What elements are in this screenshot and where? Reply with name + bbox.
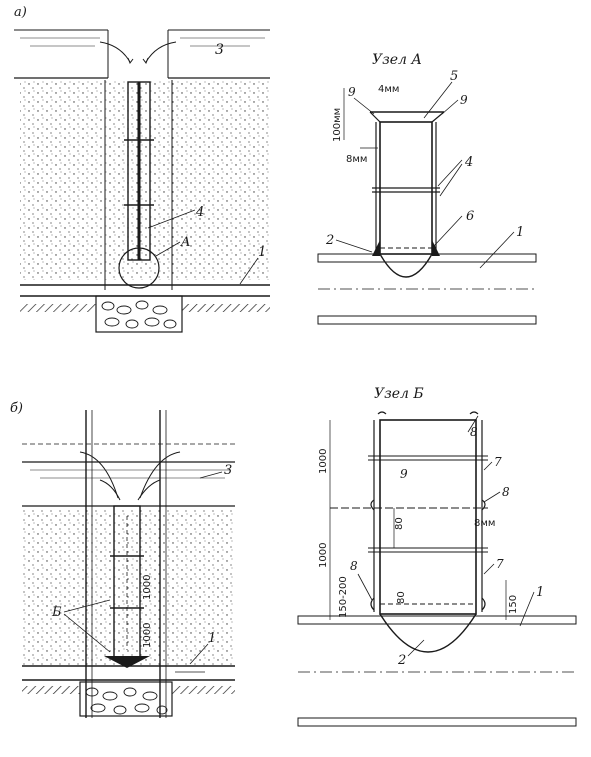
label-2-b: 2: [397, 653, 406, 668]
node-b-detail: Узел Б 8 7 9 8 7 8 2 1: [297, 386, 577, 727]
dim-150-200: 150-200: [338, 576, 349, 618]
gravel-bed-b: [79, 681, 173, 717]
node-a-marker: [118, 247, 160, 289]
dim-150: 150: [508, 595, 519, 614]
gravel-bed-a: [95, 295, 183, 333]
label-9-right: 9: [460, 93, 468, 107]
panel-b-tag: б): [10, 401, 23, 416]
panel-a: а) 3 4: [14, 5, 270, 333]
dim-8mm: 8мм: [474, 518, 495, 529]
label-pipe-a: 4: [195, 205, 204, 220]
riser-pipe-b: [379, 419, 477, 615]
dim-seg2: 1000: [142, 623, 153, 648]
flow-arrows-a: [99, 41, 177, 65]
dim-80b: 80: [396, 591, 407, 604]
node-a-detail: Узел А 9 9 5 4 6 2 1: [317, 52, 537, 325]
dim-1000a: 1000: [318, 449, 329, 474]
panel-a-tag: а): [14, 5, 27, 20]
label-7-bottom: 7: [496, 557, 504, 571]
label-4: 4: [464, 155, 473, 170]
panel-b: б) 3 1000 1000 Б: [10, 401, 235, 718]
label-drain-b: 1: [208, 631, 216, 646]
label-6: 6: [466, 209, 474, 224]
dim-height: 100мм: [332, 108, 343, 142]
label-drain-a: 1: [258, 245, 266, 260]
label-9: 9: [400, 467, 408, 481]
dim-seg1: 1000: [142, 575, 153, 600]
dim-gap: 4мм: [378, 84, 399, 95]
label-water-a: 3: [215, 42, 224, 58]
label-node-a: A: [180, 235, 190, 250]
water-body-a: [14, 29, 270, 79]
label-water-b: 3: [224, 463, 232, 478]
end-cap-a: [379, 253, 433, 278]
label-8-mid: 8: [502, 485, 510, 499]
dim-1000b: 1000: [318, 543, 329, 568]
label-9-left: 9: [348, 85, 356, 99]
dim-80a: 80: [394, 517, 405, 530]
flow-arrows-b: [79, 451, 181, 501]
label-1-b: 1: [536, 585, 544, 600]
label-2: 2: [325, 233, 334, 248]
label-7-top: 7: [494, 455, 502, 469]
dim-gap2: 8мм: [346, 154, 367, 165]
label-1: 1: [516, 225, 524, 240]
label-8-top: 8: [470, 425, 478, 439]
label-5: 5: [450, 69, 458, 84]
label-node-b: Б: [51, 605, 62, 620]
node-b-title: Узел Б: [374, 386, 424, 402]
end-cap-b: [379, 613, 477, 653]
node-a-title: Узел А: [372, 52, 422, 68]
label-8-bottom: 8: [350, 559, 358, 573]
soil-fill-a: [20, 80, 270, 280]
